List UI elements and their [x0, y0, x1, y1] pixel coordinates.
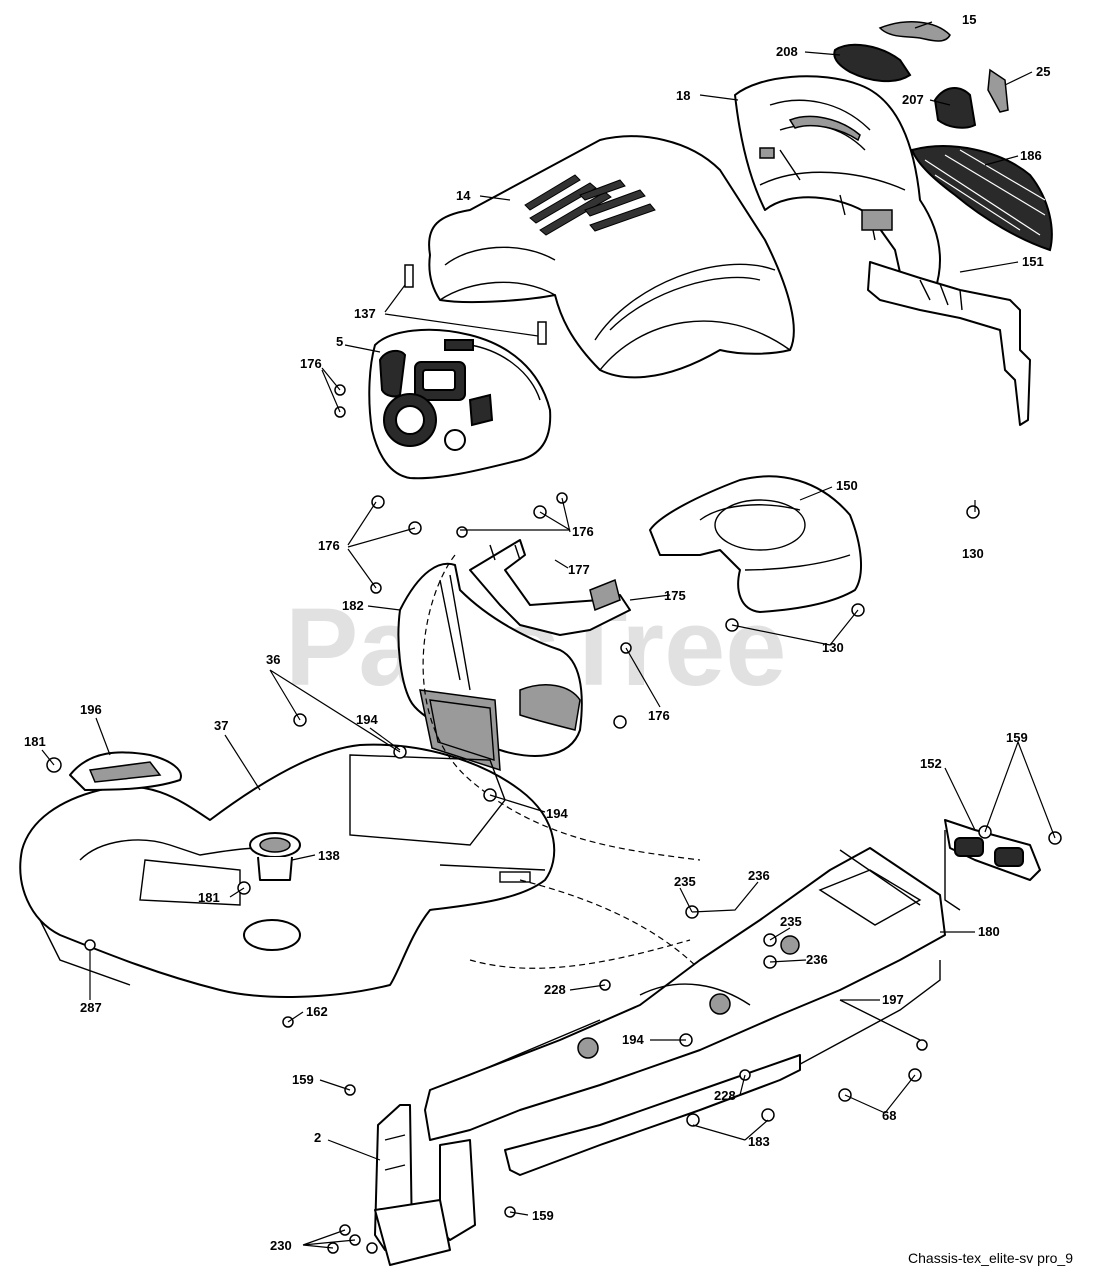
headlight-housing-part[interactable] — [833, 43, 912, 83]
callout-207: 207 — [902, 92, 924, 107]
lower-dash-part[interactable] — [397, 562, 583, 772]
callout-150: 150 — [836, 478, 858, 493]
clip-part[interactable] — [537, 321, 547, 345]
callout-130: 130 — [822, 640, 844, 655]
dash-panel-part[interactable] — [368, 328, 552, 480]
clip-part[interactable] — [404, 264, 414, 288]
callout-183: 183 — [748, 1134, 770, 1149]
callout-37: 37 — [214, 718, 228, 733]
callout-152: 152 — [920, 756, 942, 771]
callout-236: 236 — [748, 868, 770, 883]
callout-159: 159 — [292, 1072, 314, 1087]
lens-part[interactable] — [987, 68, 1009, 113]
callout-197: 197 — [882, 992, 904, 1007]
callout-14: 14 — [456, 188, 471, 203]
callout-182: 182 — [342, 598, 364, 613]
grille-part[interactable] — [734, 75, 941, 300]
callout-176: 176 — [648, 708, 670, 723]
callout-208: 208 — [776, 44, 798, 59]
chassis-part[interactable] — [424, 847, 946, 1176]
callout-186: 186 — [1020, 148, 1042, 163]
callout-176: 176 — [318, 538, 340, 553]
callout-labels: 15 208 25 18 207 186 14 137 5 176 151 15… — [24, 12, 1050, 1253]
bracket-part[interactable] — [469, 539, 631, 636]
callout-151: 151 — [1022, 254, 1044, 269]
hood-part[interactable] — [428, 135, 795, 379]
callout-236: 236 — [806, 952, 828, 967]
bracket-part[interactable] — [944, 819, 1041, 911]
rod-part[interactable] — [839, 999, 921, 1041]
callout-176: 176 — [300, 356, 322, 371]
fastener-part[interactable] — [46, 384, 1062, 1254]
headlight-housing-part[interactable] — [933, 87, 977, 129]
callout-235: 235 — [674, 874, 696, 889]
callout-177: 177 — [568, 562, 590, 577]
rear-bracket-part[interactable] — [374, 1104, 476, 1266]
grille-mesh-part[interactable] — [910, 145, 1053, 252]
callout-5: 5 — [336, 334, 343, 349]
callout-175: 175 — [664, 588, 686, 603]
callout-15: 15 — [962, 12, 976, 27]
callout-180: 180 — [978, 924, 1000, 939]
callout-138: 138 — [318, 848, 340, 863]
callout-235: 235 — [780, 914, 802, 929]
callout-18: 18 — [676, 88, 690, 103]
callout-228: 228 — [544, 982, 566, 997]
callout-181: 181 — [24, 734, 46, 749]
callout-230: 230 — [270, 1238, 292, 1253]
callout-181: 181 — [198, 890, 220, 905]
callout-137: 137 — [354, 306, 376, 321]
callout-194: 194 — [356, 712, 378, 727]
callout-228: 228 — [714, 1088, 736, 1103]
callout-68: 68 — [882, 1108, 896, 1123]
shroud-part[interactable] — [649, 475, 862, 613]
callout-130: 130 — [962, 546, 984, 561]
diagram-caption: Chassis-tex_elite-sv pro_9 — [908, 1250, 1073, 1266]
callout-176: 176 — [572, 524, 594, 539]
callout-194: 194 — [546, 806, 568, 821]
callout-194: 194 — [622, 1032, 644, 1047]
leader-lines — [41, 21, 1056, 1249]
callout-162: 162 — [306, 1004, 328, 1019]
callout-196: 196 — [80, 702, 102, 717]
boot-part[interactable] — [249, 832, 301, 881]
callout-2: 2 — [314, 1130, 321, 1145]
callout-159: 159 — [1006, 730, 1028, 745]
callout-159: 159 — [532, 1208, 554, 1223]
callout-287: 287 — [80, 1000, 102, 1015]
headlight-lens-part[interactable] — [878, 21, 951, 42]
callout-36: 36 — [266, 652, 280, 667]
callout-25: 25 — [1036, 64, 1050, 79]
bracket-part[interactable] — [867, 261, 1031, 426]
